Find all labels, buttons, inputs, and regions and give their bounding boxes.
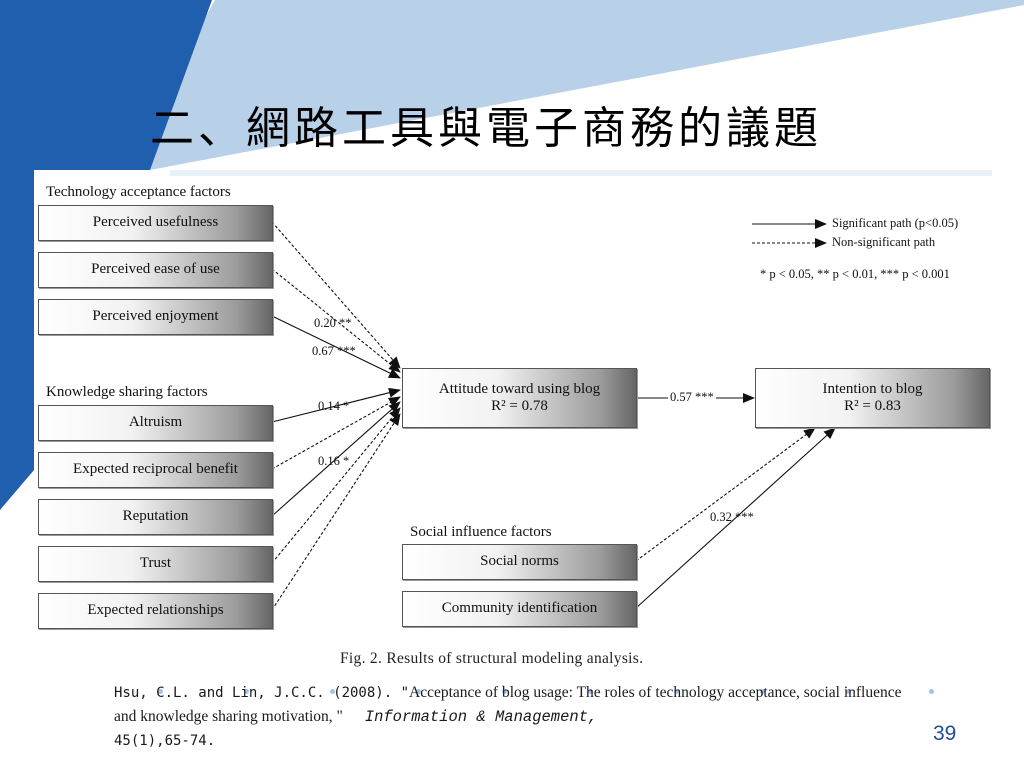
path-label-usefulness: 0.20 ** <box>314 316 352 330</box>
path-relationships-dashed <box>271 413 401 611</box>
light-blue-band <box>120 0 1024 170</box>
box-trust: Trust <box>38 546 273 582</box>
path-enjoyment <box>271 315 401 379</box>
group-label-social: Social influence factors <box>410 524 552 540</box>
path-label-altruism: 0.14 * <box>318 399 350 413</box>
path-reputation <box>271 401 401 517</box>
reference-citation: Hsu, C.L. and Lin, J.C.C. (2008). "Accep… <box>114 681 914 753</box>
box-community-identification: Community identification <box>402 591 637 627</box>
box-reputation: Reputation <box>38 499 273 535</box>
attitude-label: Attitude toward using blog <box>438 380 601 397</box>
box-perceived-usefulness: Perceived usefulness <box>38 205 273 241</box>
decor-dot <box>158 689 163 694</box>
group-label-technology: Technology acceptance factors <box>46 184 231 200</box>
path-label-community: 0.32 *** <box>710 510 754 524</box>
decor-dot <box>588 689 593 694</box>
path-community <box>635 427 836 609</box>
page-number: 39 <box>933 722 957 745</box>
decor-dot <box>244 689 249 694</box>
decor-dot <box>846 689 851 694</box>
legend-significant: Significant path (p<0.05) <box>832 216 959 230</box>
intention-r2: R² = 0.83 <box>844 398 901 414</box>
path-trust-dashed <box>271 407 401 564</box>
decor-dot <box>674 689 679 694</box>
legend-nonsignificant: Non-significant path <box>832 235 936 249</box>
box-social-norms: Social norms <box>402 544 637 580</box>
path-label-reciprocal: 0.16 * <box>318 454 350 468</box>
decor-dot <box>330 689 335 694</box>
reference-volume: 45(1),65-74. <box>114 733 216 749</box>
box-intention: Intention to blog R² = 0.83 <box>755 368 990 428</box>
reference-authors: Hsu, C.L. and Lin, J.C.C. (2008). " <box>114 685 410 701</box>
group-label-knowledge: Knowledge sharing factors <box>46 384 208 400</box>
decor-dot <box>760 689 765 694</box>
dark-blue-corner <box>0 0 212 170</box>
box-perceived-enjoyment: Perceived enjoyment <box>38 299 273 335</box>
reference-title: Acceptance of blog usage: The roles of t… <box>114 684 902 725</box>
path-altruism <box>271 387 401 423</box>
box-expected-reciprocal-benefit: Expected reciprocal benefit <box>38 452 273 488</box>
figure-caption: Fig. 2. Results of structural modeling a… <box>340 650 644 667</box>
attitude-r2: R² = 0.78 <box>491 398 548 414</box>
path-ease-dashed <box>271 268 401 373</box>
reference-journal: Information & Management, <box>364 708 598 726</box>
legend-significance-note: * p < 0.05, ** p < 0.01, *** p < 0.001 <box>760 267 950 281</box>
dark-blue-strip <box>0 170 34 510</box>
intention-label: Intention to blog <box>822 380 923 397</box>
decor-dot <box>416 689 421 694</box>
path-usefulness-dashed <box>271 221 401 369</box>
slide-title: 二、網路工具與電子商務的議題 <box>150 103 822 154</box>
path-social-norms-dashed <box>635 427 816 562</box>
box-attitude: Attitude toward using blog R² = 0.78 <box>402 368 637 428</box>
box-altruism: Altruism <box>38 405 273 441</box>
decor-dot <box>929 689 934 694</box>
box-expected-relationships: Expected relationships <box>38 593 273 629</box>
decor-dot <box>502 689 507 694</box>
path-label-attitude-intention: 0.57 *** <box>668 390 716 405</box>
path-label-enjoyment: 0.67 *** <box>312 344 356 358</box>
path-reciprocal-dashed <box>271 396 401 470</box>
box-perceived-ease-of-use: Perceived ease of use <box>38 252 273 288</box>
